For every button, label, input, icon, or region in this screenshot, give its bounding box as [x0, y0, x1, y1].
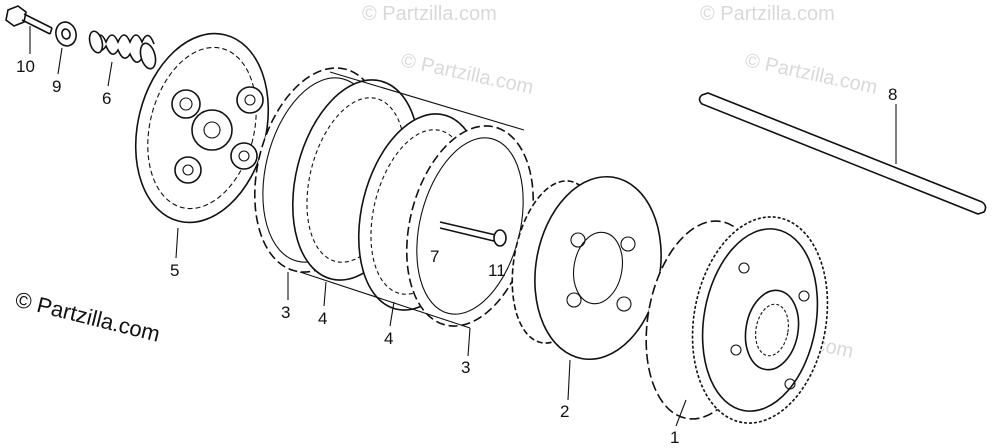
callout-labels: 1 2 3 3 4 4 5 6 7 8 9 10 11: [16, 57, 897, 447]
callout-1: 1: [670, 428, 679, 447]
watermark-4: © Partzilla.com: [743, 49, 879, 99]
callout-4b: 4: [384, 329, 393, 348]
washer: [55, 21, 77, 47]
leader-lines: [29, 26, 897, 427]
bolt: [5, 5, 53, 35]
callout-8: 8: [888, 85, 897, 104]
watermark-2: © Partzilla.com: [700, 3, 835, 25]
guide-lines: [299, 71, 525, 329]
push-rod: [698, 92, 987, 215]
callout-6: 6: [102, 89, 111, 108]
callout-3a: 3: [281, 303, 290, 322]
callout-11: 11: [488, 261, 506, 280]
pressure-plate: [134, 32, 270, 224]
watermark-3: © Partzilla.com: [399, 49, 535, 99]
watermark-1: © Partzilla.com: [362, 3, 497, 25]
copyright-text: © Partzilla.com: [13, 287, 163, 347]
callout-7: 7: [430, 247, 439, 266]
callout-2: 2: [560, 402, 569, 421]
clutch-outer: [645, 216, 829, 424]
callout-9: 9: [52, 77, 61, 96]
callout-5: 5: [170, 261, 179, 280]
callout-3b: 3: [461, 358, 470, 377]
clutch-center: [511, 175, 662, 361]
callout-4a: 4: [318, 309, 327, 328]
clutch-spring: [88, 30, 157, 70]
callout-10: 10: [16, 57, 35, 76]
